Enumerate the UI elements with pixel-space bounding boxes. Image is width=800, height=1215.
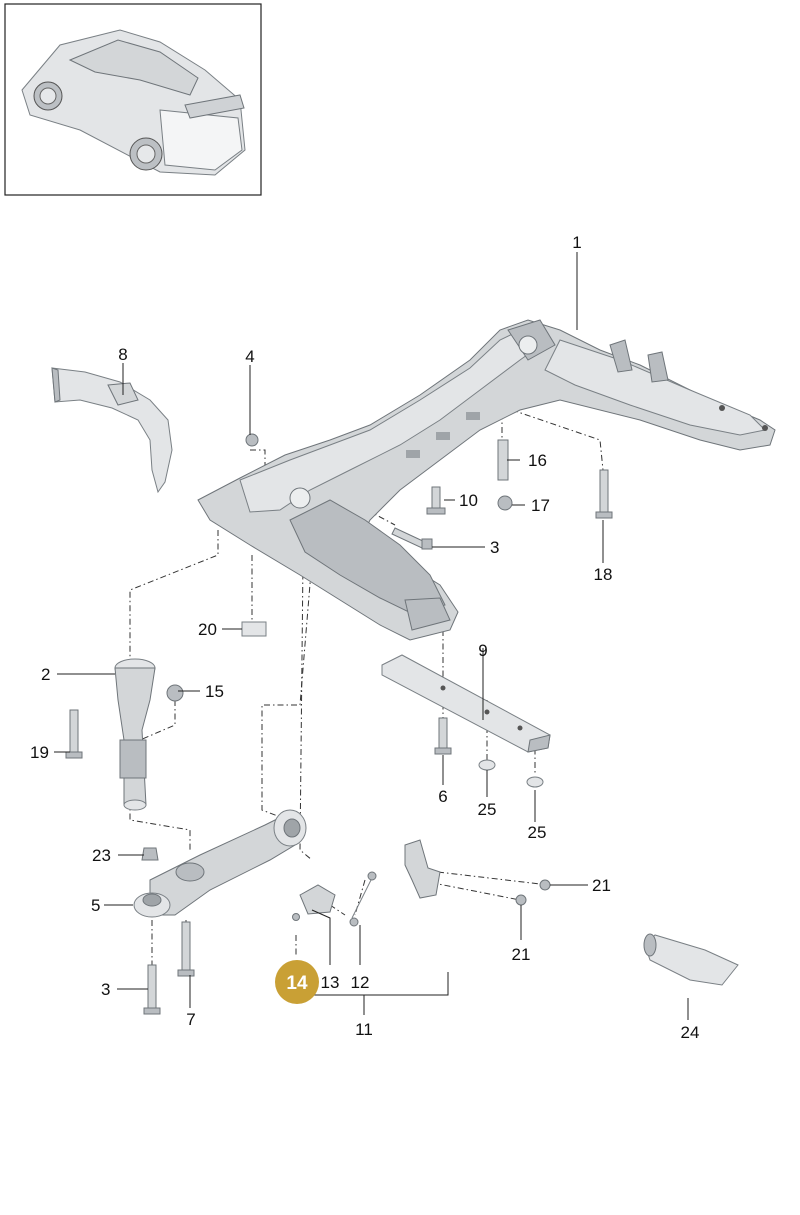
cover-part[interactable] (51, 367, 173, 494)
callout-9[interactable]: 9 (478, 641, 487, 660)
callout-19[interactable]: 19 (30, 743, 49, 762)
callout-4[interactable]: 4 (245, 347, 254, 366)
callout-13[interactable]: 13 (321, 973, 340, 992)
callout-6[interactable]: 6 (438, 787, 447, 806)
subframe-part[interactable] (197, 319, 776, 641)
callout-18[interactable]: 18 (594, 565, 613, 584)
reinforcement-plate-part[interactable] (381, 654, 551, 753)
callout-10[interactable]: 10 (459, 491, 478, 510)
callout-20[interactable]: 20 (198, 620, 217, 639)
leader-lines (54, 252, 689, 1020)
callout-21b[interactable]: 21 (512, 945, 531, 964)
vehicle-thumbnail (4, 3, 262, 196)
sensor-bracket-part[interactable] (292, 839, 441, 927)
callout-8[interactable]: 8 (118, 345, 127, 364)
callout-14-highlight[interactable]: 14 (275, 960, 319, 1004)
callout-14-label: 14 (286, 973, 308, 994)
vehicle-thumbnail-icon (21, 29, 246, 176)
callout-2[interactable]: 2 (41, 665, 50, 684)
control-arm-part[interactable] (133, 809, 307, 918)
callout-3a[interactable]: 3 (490, 538, 499, 557)
callout-23[interactable]: 23 (92, 846, 111, 865)
callout-3b[interactable]: 3 (101, 980, 110, 999)
callout-16[interactable]: 16 (528, 451, 547, 470)
callout-labels: 1 8 4 16 10 17 3 18 20 9 2 15 19 6 25 25… (30, 233, 699, 1042)
callout-7[interactable]: 7 (186, 1010, 195, 1029)
callout-17[interactable]: 17 (531, 496, 550, 515)
callout-25b[interactable]: 25 (528, 823, 547, 842)
strut-mount-part[interactable] (114, 658, 156, 811)
fasteners (65, 433, 613, 1015)
protective-sleeve-part[interactable] (643, 933, 739, 986)
callout-25a[interactable]: 25 (478, 800, 497, 819)
callout-5[interactable]: 5 (91, 896, 100, 915)
callout-15[interactable]: 15 (205, 682, 224, 701)
callout-24[interactable]: 24 (681, 1023, 700, 1042)
callout-11[interactable]: 11 (355, 1020, 373, 1039)
callout-1[interactable]: 1 (572, 233, 581, 252)
callout-21a[interactable]: 21 (592, 876, 611, 895)
callout-12[interactable]: 12 (351, 973, 370, 992)
